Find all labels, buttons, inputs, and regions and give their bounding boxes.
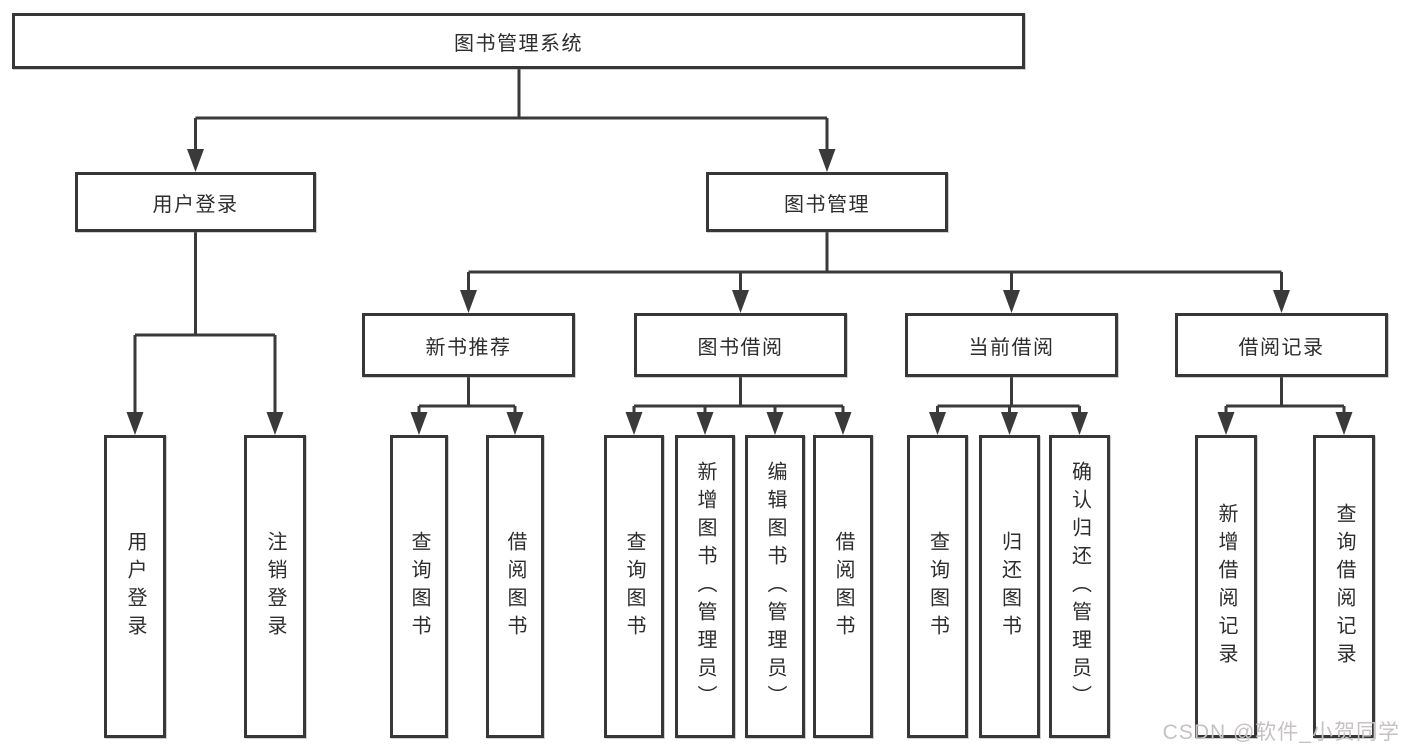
node-book-borrowing: 图书借阅 (634, 313, 847, 377)
leaf-query-books-current: 查询图书 (907, 435, 968, 738)
leaf-confirm-return-admin: 确认归还（管理员） (1049, 435, 1110, 738)
connector-book-mgmt-to-level3 (460, 232, 1290, 313)
connector-records-to-leaves (1217, 377, 1353, 435)
connector-new-book-to-leaves (410, 377, 524, 435)
leaf-return-books: 归还图书 (979, 435, 1040, 738)
leaf-query-books-recommend: 查询图书 (390, 435, 448, 738)
leaf-user-login: 用户登录 (104, 435, 166, 738)
connector-user-login-to-leaves (126, 232, 284, 435)
csdn-watermark: CSDN @软件_小贺同学 (1162, 721, 1400, 744)
node-root-system: 图书管理系统 (12, 13, 1025, 69)
node-book-management: 图书管理 (706, 172, 948, 232)
leaf-borrow-books-recommend: 借阅图书 (486, 435, 544, 738)
leaf-add-borrow-record: 新增借阅记录 (1195, 435, 1257, 738)
node-borrow-records: 借阅记录 (1175, 313, 1388, 377)
leaf-edit-book-admin: 编辑图书（管理员） (745, 435, 805, 738)
connector-book-borrow-to-leaves (625, 377, 852, 435)
node-new-book-recommend: 新书推荐 (362, 313, 575, 377)
leaf-query-books-borrowing: 查询图书 (604, 435, 664, 738)
connector-current-borrow-to-leaves (929, 377, 1088, 435)
connector-root-to-level2 (187, 69, 836, 172)
leaf-logout: 注销登录 (244, 435, 306, 738)
node-current-borrowing: 当前借阅 (905, 313, 1118, 377)
leaf-borrow-books: 借阅图书 (813, 435, 873, 738)
leaf-query-borrow-record: 查询借阅记录 (1313, 435, 1375, 738)
leaf-add-book-admin: 新增图书（管理员） (675, 435, 735, 738)
node-user-login: 用户登录 (75, 172, 316, 232)
